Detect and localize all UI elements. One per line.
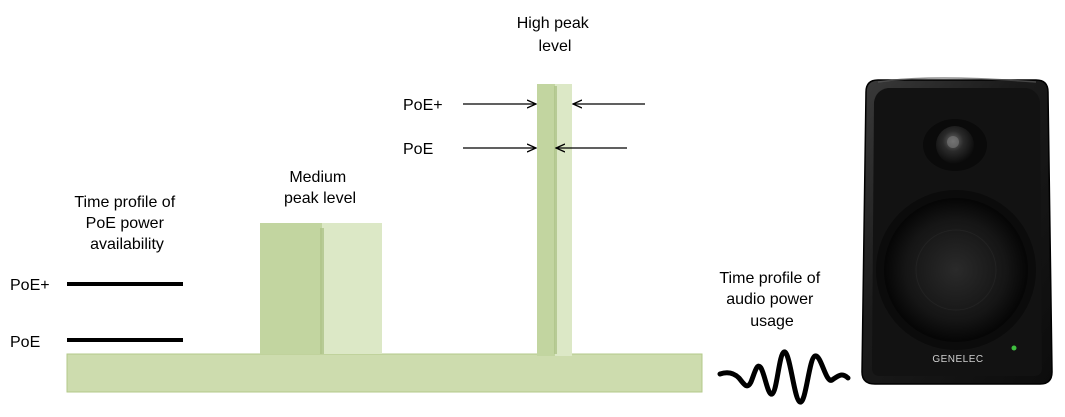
poe-plus-label-left: PoE+ (10, 277, 50, 294)
base-bar (66, 353, 703, 393)
audio-profile-label: Time profile of audio power usage (719, 270, 824, 330)
audio-waveform-icon (717, 349, 851, 405)
medium-peak-label: Medium peak level (284, 169, 356, 207)
high-peak-block (537, 84, 572, 356)
poe-label-left: PoE (10, 334, 40, 351)
medium-peak-block (260, 223, 382, 354)
high-peak-label: High peak level (517, 15, 594, 55)
poe-profile-label: Time profile of PoE power availability (74, 194, 179, 253)
loudspeaker-icon: GENELEC (861, 77, 1053, 385)
brand-logo: GENELEC (932, 354, 983, 365)
poe-plus-label-peak: PoE+ (403, 97, 443, 114)
power-led-icon (1011, 345, 1017, 351)
poe-label-peak: PoE (403, 141, 433, 158)
